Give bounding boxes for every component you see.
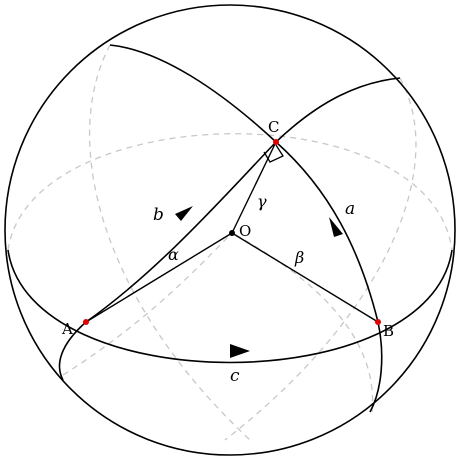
great-circle-bc-arc xyxy=(275,141,379,323)
label-point-c: C xyxy=(268,118,279,136)
arrow-side-c xyxy=(230,344,250,358)
label-point-b: B xyxy=(383,322,394,340)
radius-oc xyxy=(231,141,277,234)
label-point-a: A xyxy=(61,320,73,338)
label-angle-gamma: γ xyxy=(257,192,267,211)
center-o-dot xyxy=(229,230,235,236)
vertex-c-dot xyxy=(273,139,279,145)
great-circle-ab-right-extension xyxy=(369,321,383,413)
radius-ob xyxy=(231,232,379,323)
label-angle-alpha: α xyxy=(168,245,179,264)
great-circle-bc-extension xyxy=(109,44,277,143)
label-side-a: a xyxy=(345,199,355,219)
label-side-b: b xyxy=(153,205,164,225)
hidden-lower-arc-left xyxy=(62,232,233,376)
vertex-b-dot xyxy=(375,319,381,325)
label-side-c: c xyxy=(230,366,240,386)
great-circle-ab-arc xyxy=(7,249,453,364)
hidden-equator-arc xyxy=(7,133,453,251)
label-angle-beta: β xyxy=(294,248,304,267)
label-point-o: O xyxy=(239,222,251,240)
arrow-side-a xyxy=(329,217,343,237)
radius-oa xyxy=(85,232,233,323)
hidden-meridian-right-arc xyxy=(224,77,417,441)
right-angle-marker xyxy=(263,144,284,163)
great-circle-ac-arc xyxy=(85,141,277,323)
hidden-meridian-left-arc xyxy=(88,44,251,441)
arrow-side-b xyxy=(175,206,193,221)
vertex-a-dot xyxy=(83,319,89,325)
great-circle-ac-extension xyxy=(275,77,401,143)
sphere-outline xyxy=(4,4,456,456)
great-circle-ab-left-extension xyxy=(58,321,87,381)
